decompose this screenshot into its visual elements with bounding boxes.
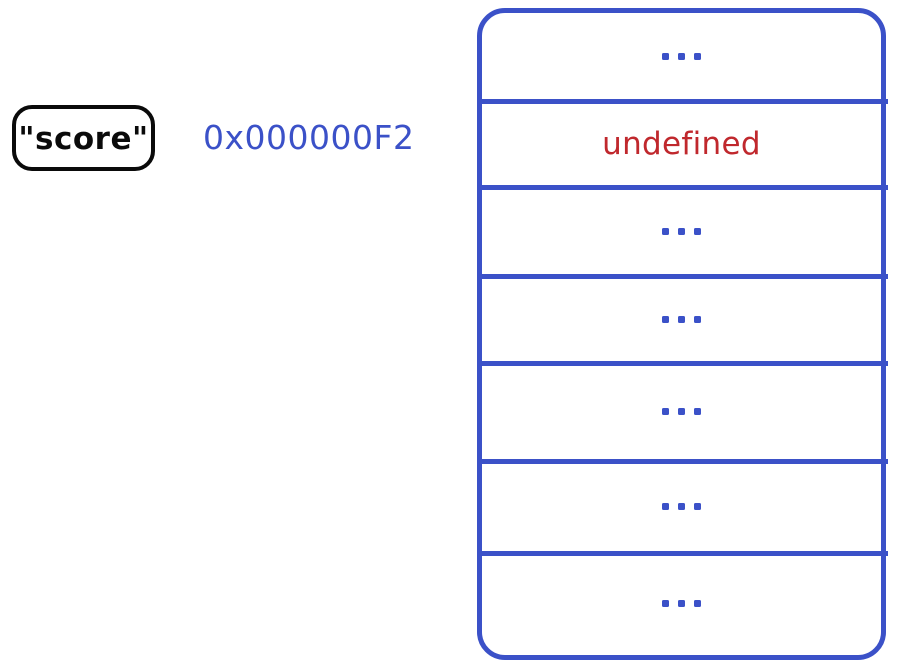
ellipsis-dot bbox=[678, 228, 685, 236]
ellipsis-dot bbox=[662, 315, 669, 323]
variable-name-label: "score" bbox=[18, 120, 149, 157]
memory-cell bbox=[477, 360, 888, 461]
memory-cell bbox=[477, 185, 888, 276]
memory-cell-list: undefined bbox=[477, 13, 888, 655]
memory-cell bbox=[477, 273, 888, 363]
ellipsis-dot bbox=[662, 600, 669, 608]
memory-cell bbox=[477, 550, 888, 655]
ellipsis-icon bbox=[662, 408, 701, 416]
ellipsis-dot bbox=[694, 53, 701, 61]
ellipsis-dot bbox=[694, 228, 701, 236]
ellipsis-dot bbox=[678, 315, 685, 323]
ellipsis-dot bbox=[662, 503, 669, 511]
ellipsis-dot bbox=[678, 53, 685, 61]
ellipsis-dot bbox=[662, 408, 669, 416]
ellipsis-icon bbox=[662, 503, 701, 511]
ellipsis-dot bbox=[678, 600, 685, 608]
memory-cell: undefined bbox=[477, 98, 888, 188]
ellipsis-dot bbox=[694, 503, 701, 511]
memory-column: undefined bbox=[477, 8, 888, 660]
memory-cell bbox=[482, 13, 881, 101]
memory-cell bbox=[477, 459, 888, 553]
ellipsis-dot bbox=[678, 408, 685, 416]
ellipsis-dot bbox=[694, 600, 701, 608]
ellipsis-icon bbox=[662, 600, 701, 608]
memory-cell-value: undefined bbox=[602, 125, 761, 162]
ellipsis-icon bbox=[662, 315, 701, 323]
ellipsis-dot bbox=[662, 228, 669, 236]
memory-address-label: 0x000000F2 bbox=[203, 118, 415, 157]
ellipsis-dot bbox=[694, 408, 701, 416]
ellipsis-dot bbox=[678, 503, 685, 511]
ellipsis-dot bbox=[662, 53, 669, 61]
variable-name-box: "score" bbox=[12, 105, 155, 171]
ellipsis-dot bbox=[694, 315, 701, 323]
ellipsis-icon bbox=[662, 53, 701, 61]
ellipsis-icon bbox=[662, 228, 701, 236]
